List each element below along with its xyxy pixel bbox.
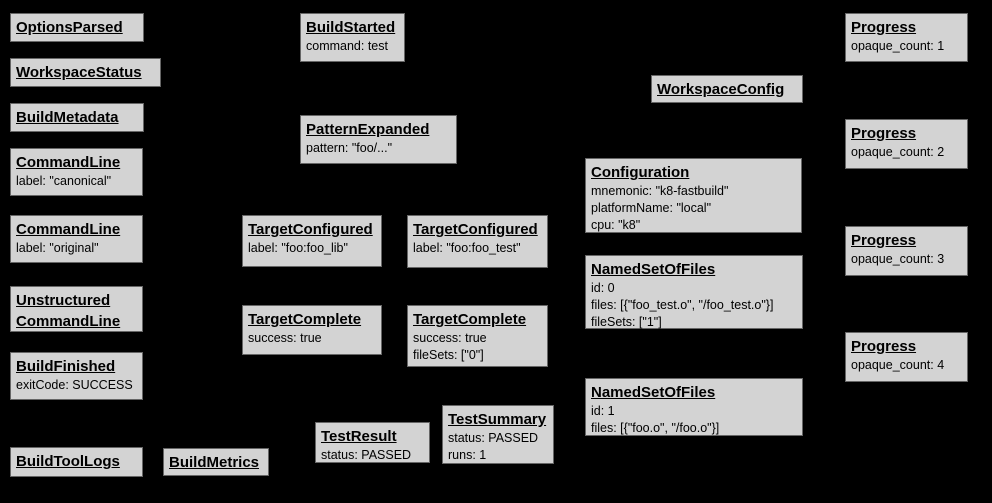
node-title: Progress — [851, 232, 917, 249]
node-detail: cpu: "k8" — [591, 218, 641, 232]
node-title: WorkspaceConfig — [657, 81, 785, 98]
node-detail: opaque_count: 4 — [851, 358, 945, 372]
node-title: TestResult — [321, 428, 397, 445]
node-workspacestatus: WorkspaceStatus — [10, 58, 161, 87]
node-title: PatternExpanded — [306, 121, 430, 138]
node-detail: status: PASSED — [321, 448, 412, 462]
node-detail: success: true — [248, 331, 322, 345]
node-targetconfigured-foo-lib: TargetConfigured label: "foo:foo_lib" — [242, 215, 382, 267]
node-title: Progress — [851, 125, 917, 142]
node-title: BuildFinished — [16, 358, 116, 375]
node-detail: id: 0 — [591, 281, 615, 295]
node-configuration: Configuration mnemonic: "k8-fastbuild" pla… — [585, 158, 802, 233]
node-testsummary: TestSummary status: PASSED runs: 1 — [442, 405, 554, 464]
node-title: CommandLine — [16, 221, 121, 238]
node-title: Configuration — [591, 164, 690, 181]
node-title: Progress — [851, 338, 917, 355]
node-targetconfigured-foo-test: TargetConfigured label: "foo:foo_test" — [407, 215, 548, 268]
node-title: BuildMetadata — [16, 109, 119, 126]
node-title: CommandLine — [16, 154, 121, 171]
node-title: Unstructured — [16, 292, 111, 309]
node-namedsetoffiles-1: NamedSetOfFiles id: 1 files: [{"foo.o", "/… — [585, 378, 803, 436]
node-title: TargetConfigured — [248, 221, 373, 238]
node-buildtoollogs: BuildToolLogs — [10, 447, 143, 477]
node-buildmetadata: BuildMetadata — [10, 103, 144, 132]
node-detail: opaque_count: 2 — [851, 145, 945, 159]
node-detail: fileSets: ["1"] — [591, 315, 662, 329]
node-title: OptionsParsed — [16, 19, 123, 36]
node-detail: pattern: "foo/..." — [306, 141, 393, 155]
node-detail: fileSets: ["0"] — [413, 348, 484, 362]
node-title: CommandLine — [16, 313, 121, 330]
node-targetcomplete-lib: TargetComplete success: true — [242, 305, 382, 355]
node-detail: mnemonic: "k8-fastbuild" — [591, 184, 729, 198]
node-title: BuildStarted — [306, 19, 396, 36]
node-optionsparsed: OptionsParsed — [10, 13, 144, 42]
node-detail: platformName: "local" — [591, 201, 712, 215]
node-detail: runs: 1 — [448, 448, 487, 462]
node-title: NamedSetOfFiles — [591, 384, 716, 401]
node-detail: command: test — [306, 39, 388, 53]
node-detail: id: 1 — [591, 404, 615, 418]
node-commandline-original: CommandLine label: "original" — [10, 215, 143, 263]
node-title: BuildToolLogs — [16, 453, 120, 470]
node-buildfinished: BuildFinished exitCode: SUCCESS — [10, 352, 143, 400]
node-progress-4: Progress opaque_count: 4 — [845, 332, 968, 382]
node-detail: status: PASSED — [448, 431, 539, 445]
node-detail: label: "foo:foo_test" — [413, 241, 521, 255]
node-patternexpanded: PatternExpanded pattern: "foo/..." — [300, 115, 457, 164]
node-progress-3: Progress opaque_count: 3 — [845, 226, 968, 276]
node-title: TestSummary — [448, 411, 547, 428]
node-commandline-canonical: CommandLine label: "canonical" — [10, 148, 143, 196]
node-targetcomplete-test: TargetComplete success: true fileSets: ["0… — [407, 305, 548, 367]
node-progress-2: Progress opaque_count: 2 — [845, 119, 968, 169]
node-detail: label: "canonical" — [16, 174, 112, 188]
node-detail: success: true — [413, 331, 487, 345]
node-title: TargetComplete — [248, 311, 362, 328]
node-namedsetoffiles-0: NamedSetOfFiles id: 0 files: [{"foo_test.o… — [585, 255, 803, 329]
node-detail: files: [{"foo.o", "/foo.o"}] — [591, 421, 720, 435]
node-progress-1: Progress opaque_count: 1 — [845, 13, 968, 62]
node-title: TargetConfigured — [413, 221, 538, 238]
node-detail: exitCode: SUCCESS — [16, 378, 133, 392]
node-title: BuildMetrics — [169, 454, 260, 471]
node-testresult: TestResult status: PASSED — [315, 422, 430, 463]
node-buildmetrics: BuildMetrics — [163, 448, 269, 476]
node-title: TargetComplete — [413, 311, 527, 328]
node-detail: opaque_count: 1 — [851, 39, 945, 53]
node-detail: label: "original" — [16, 241, 99, 255]
node-detail: label: "foo:foo_lib" — [248, 241, 348, 255]
node-title: Progress — [851, 19, 917, 36]
node-detail: opaque_count: 3 — [851, 252, 945, 266]
node-title: NamedSetOfFiles — [591, 261, 716, 278]
node-detail: files: [{"foo_test.o", "/foo_test.o"}] — [591, 298, 774, 312]
node-workspaceconfig: WorkspaceConfig — [651, 75, 803, 103]
node-title: WorkspaceStatus — [16, 64, 142, 81]
node-buildstarted: BuildStarted command: test — [300, 13, 405, 62]
